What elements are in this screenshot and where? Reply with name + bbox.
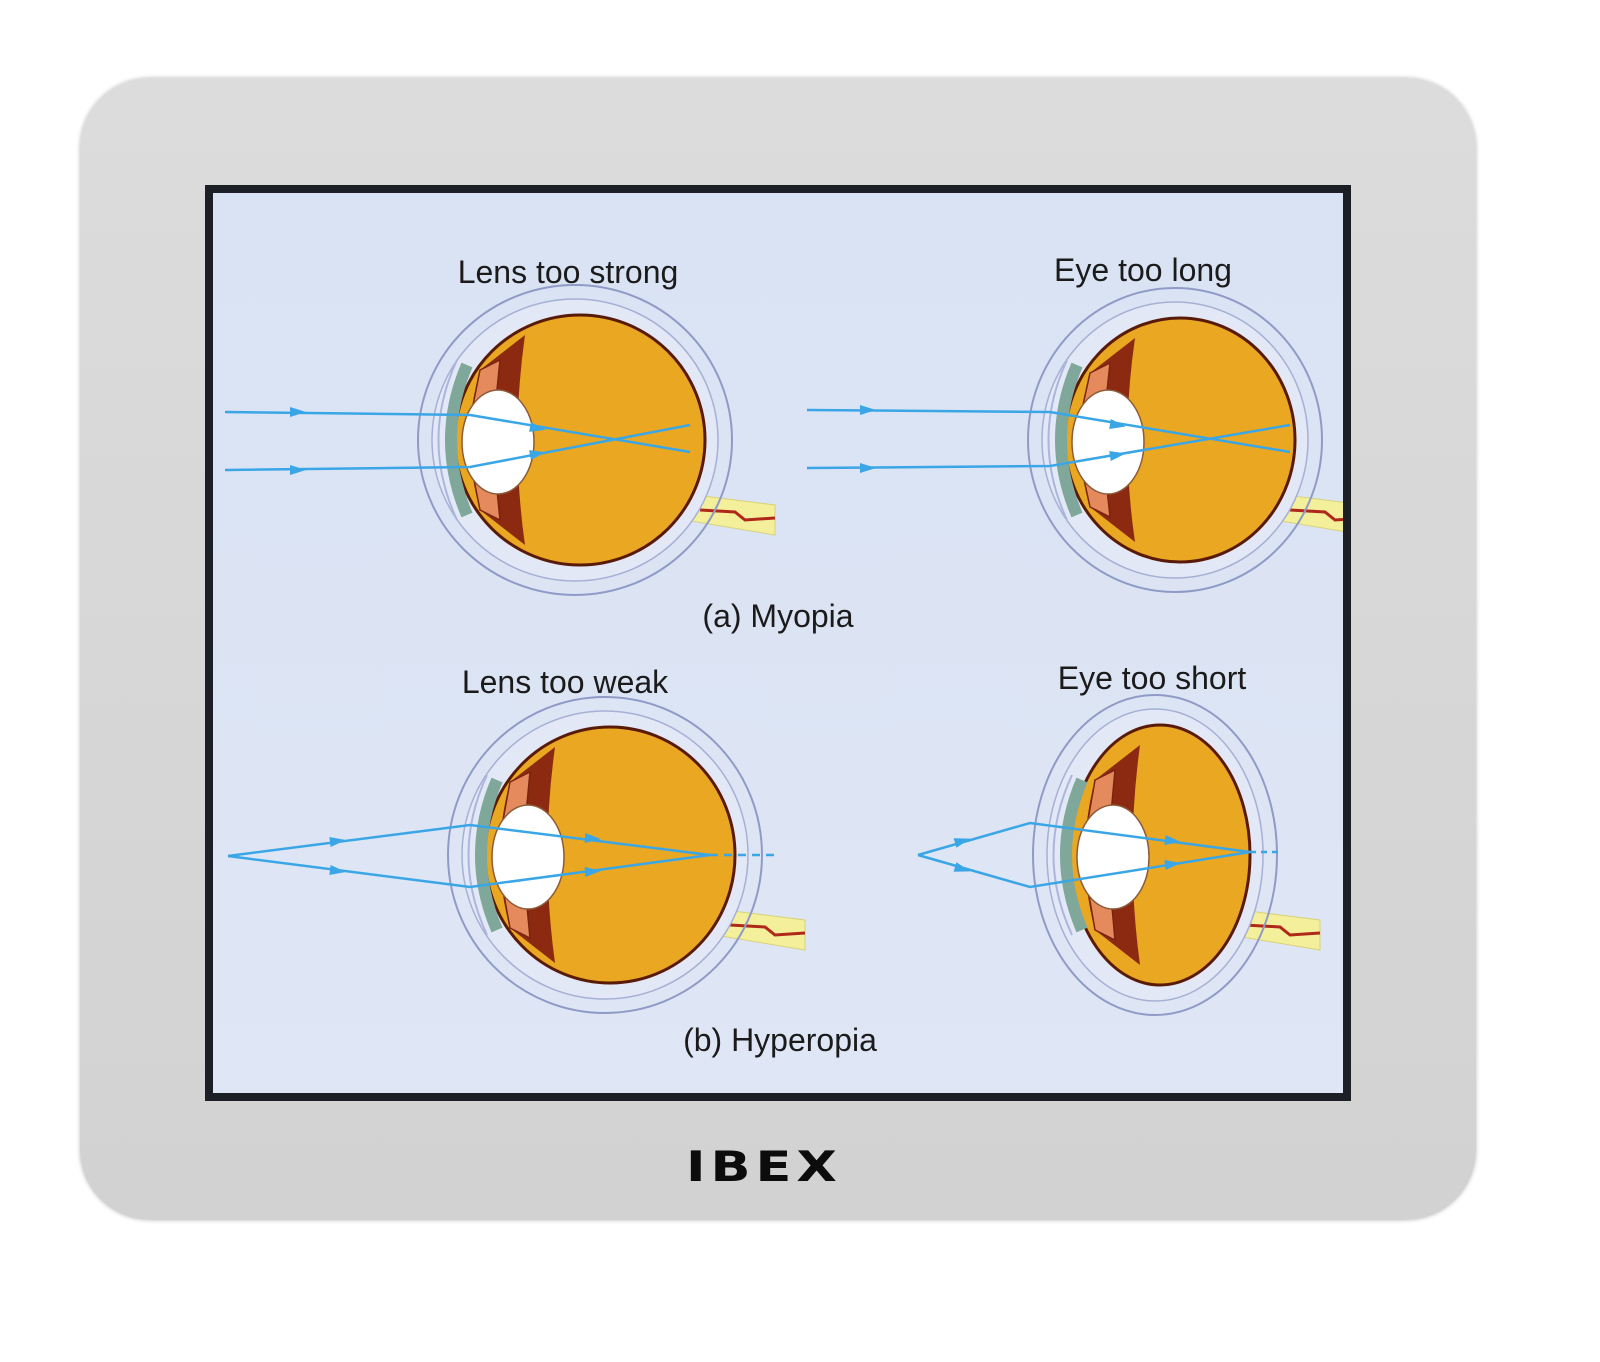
ray-arrow <box>953 862 971 872</box>
cornea <box>1055 362 1083 518</box>
eye-lens-too-strong <box>417 284 776 596</box>
ray-arrow <box>1164 835 1181 845</box>
sclera-outline <box>447 696 763 1014</box>
ray-arrow <box>290 407 306 417</box>
sclera-outline <box>1032 694 1278 1016</box>
ray-hyperopia-weak-bottom <box>227 853 711 889</box>
blood-vessel <box>1289 508 1343 522</box>
cornea <box>1060 777 1088 933</box>
crystalline-lens <box>1071 389 1145 495</box>
label-eye-too-short: Eye too short <box>1058 660 1247 696</box>
label-eye-too-long: Eye too long <box>1054 252 1232 288</box>
ray-arrow <box>1164 860 1181 870</box>
monitor-screen: Lens too strong Eye too long (a) Myopia … <box>213 193 1343 1093</box>
sclera-outline <box>1027 287 1323 593</box>
brand-logo: IBEX <box>686 1142 842 1191</box>
eye-too-long <box>1027 287 1343 593</box>
sclera-outline <box>417 284 733 596</box>
cornea-outer <box>467 774 488 936</box>
ray-arrow <box>1109 451 1126 461</box>
ray-arrow <box>329 837 346 847</box>
cornea-outer <box>1052 774 1073 936</box>
ray-hyperopia-weak-top <box>227 823 711 858</box>
ray-arrow <box>860 405 876 415</box>
blood-vessel <box>699 508 776 522</box>
ray-arrow <box>290 465 306 475</box>
ray-arrow <box>329 865 346 875</box>
caption-myopia: (a) Myopia <box>702 598 853 634</box>
ray-arrow <box>860 463 876 473</box>
cornea <box>445 362 473 518</box>
ray-arrow <box>1109 419 1126 429</box>
cornea-outer <box>1047 359 1068 521</box>
label-lens-too-strong: Lens too strong <box>458 254 679 290</box>
ray-myopia-long-bottom <box>806 423 1291 470</box>
ray-myopia-strong-bottom <box>224 423 691 472</box>
monitor-screen-frame: Lens too strong Eye too long (a) Myopia … <box>205 185 1351 1101</box>
ray-arrow <box>953 838 971 848</box>
blood-vessel <box>729 923 806 937</box>
cornea-outer <box>437 359 458 521</box>
crystalline-lens <box>491 804 565 910</box>
crystalline-lens <box>1076 804 1150 910</box>
cornea <box>475 777 503 933</box>
crystalline-lens <box>461 389 535 495</box>
caption-hyperopia: (b) Hyperopia <box>683 1022 877 1058</box>
ray-arrow <box>529 450 546 460</box>
ray-arrow <box>584 833 601 843</box>
eye-lens-too-weak <box>447 696 806 1014</box>
eye-too-short <box>1032 694 1321 1016</box>
eye-refraction-diagram: Lens too strong Eye too long (a) Myopia … <box>224 252 1343 1058</box>
ray-arrow <box>584 867 601 877</box>
label-lens-too-weak: Lens too weak <box>462 664 669 700</box>
blood-vessel <box>1244 923 1321 937</box>
ray-arrow <box>529 422 546 432</box>
